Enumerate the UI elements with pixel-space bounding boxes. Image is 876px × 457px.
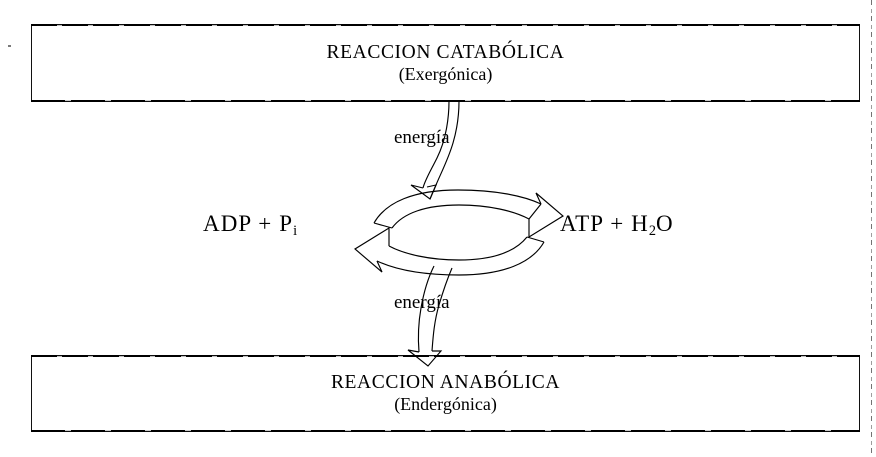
energy-label-bottom: energía bbox=[394, 292, 450, 313]
atp-water-label: ATP + H2O bbox=[560, 211, 674, 238]
atp-water-prefix: ATP + H bbox=[560, 211, 649, 236]
scan-speck bbox=[8, 45, 11, 47]
catabolic-reaction-title: REACCION CATABÓLICA bbox=[326, 41, 565, 63]
anabolic-reaction-subtitle: (Endergónica) bbox=[394, 394, 497, 415]
energy-out-arrow-icon bbox=[407, 265, 453, 367]
cycle-arrow-reverse-icon bbox=[354, 226, 545, 276]
adp-phosphate-text: ADP + P bbox=[203, 211, 294, 236]
catabolic-reaction-subtitle: (Exergónica) bbox=[398, 63, 493, 84]
adp-phosphate-subscript: i bbox=[293, 223, 298, 240]
anabolic-reaction-box: REACCION ANABÓLICA (Endergónica) bbox=[31, 355, 860, 432]
energy-label-top: energía bbox=[394, 127, 450, 148]
catabolic-reaction-box: REACCION CATABÓLICA (Exergónica) bbox=[31, 24, 860, 102]
atp-water-suffix: O bbox=[655, 211, 674, 236]
energy-in-arrow-icon bbox=[410, 100, 460, 200]
cycle-arrow-forward-icon bbox=[373, 189, 564, 239]
adp-phosphate-label: ADP + Pi bbox=[203, 211, 297, 238]
anabolic-reaction-title: REACCION ANABÓLICA bbox=[330, 372, 561, 394]
atp-water-subscript: 2 bbox=[648, 223, 656, 240]
scan-page-edge bbox=[871, 0, 872, 457]
